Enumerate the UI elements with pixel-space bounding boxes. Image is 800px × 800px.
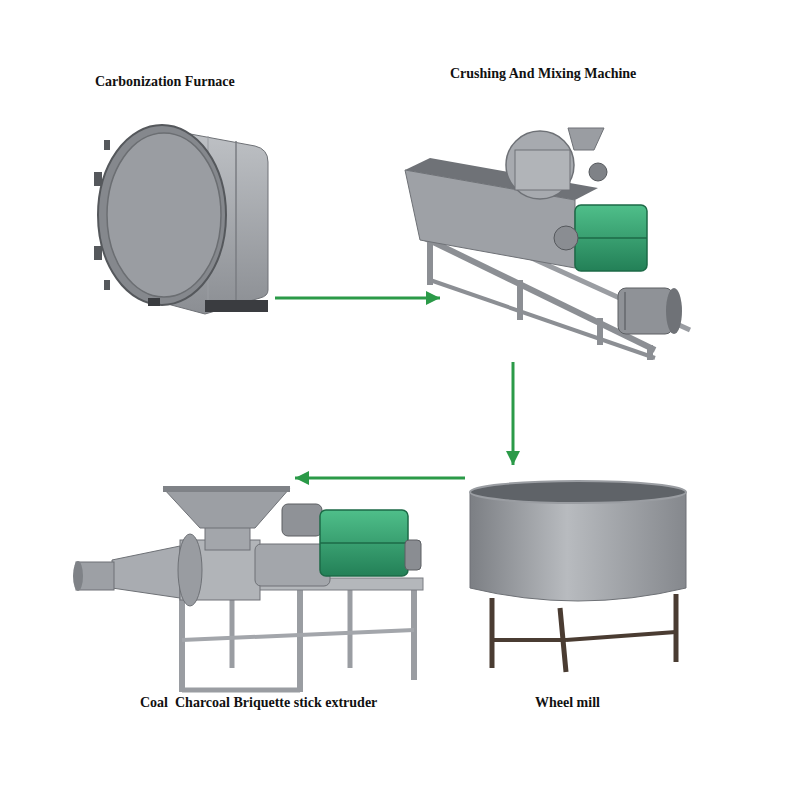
furnace-picture (94, 125, 268, 314)
extruder-picture-part (112, 546, 180, 598)
wheel-mill-picture-part (674, 594, 679, 662)
flow-arrow (512, 362, 515, 465)
crusher-picture (405, 128, 690, 360)
flow-arrow (275, 297, 440, 300)
extruder-picture-part (255, 544, 330, 586)
crusher-picture-part (666, 288, 682, 334)
wheel-mill-picture-part (492, 638, 566, 642)
extruder-picture-part (178, 534, 202, 606)
extruder-picture-part (182, 630, 414, 640)
crusher-picture-part (427, 238, 433, 285)
machine-caption: Crushing And Mixing Machine (450, 65, 636, 82)
extruder-picture (73, 486, 423, 692)
crusher-picture-part (575, 237, 647, 239)
extruder-picture-part (405, 540, 421, 570)
furnace-picture-part (98, 125, 226, 305)
extruder-picture-part (73, 561, 83, 591)
wheel-mill-picture-part (490, 598, 495, 668)
crusher-picture-part (515, 150, 570, 190)
furnace-picture-part (94, 172, 102, 186)
furnace-picture-part (205, 300, 268, 312)
machine-caption: Wheel mill (535, 694, 600, 711)
furnace-picture-part (104, 280, 110, 290)
extruder-picture-part (182, 688, 300, 693)
wheel-mill-picture-part (470, 481, 686, 503)
crusher-picture-part (554, 226, 578, 250)
extruder-picture-part (348, 590, 353, 668)
machine-node: Coal Charcoal Briquette stick extruder (135, 480, 415, 716)
extruder-picture-part (163, 486, 290, 492)
extruder-picture-part (163, 488, 290, 528)
machine-node: Carbonization Furnace (90, 65, 275, 313)
furnace-picture-part (148, 298, 160, 306)
extruder-picture-part (230, 590, 235, 668)
flow-arrow (295, 477, 465, 480)
extruder-picture-part (282, 504, 322, 536)
crusher-picture-part (568, 128, 604, 150)
furnace-picture-part (104, 140, 110, 150)
furnace-picture-part (235, 141, 237, 305)
machine-caption: Coal Charcoal Briquette stick extruder (140, 694, 377, 711)
crusher-picture-part (575, 205, 647, 271)
machine-caption: Carbonization Furnace (95, 73, 235, 90)
extruder-picture-part (320, 542, 408, 544)
extruder-picture-part (297, 590, 303, 692)
furnace-picture-part (107, 133, 221, 297)
crusher-picture-part (589, 163, 607, 181)
crusher-picture-part (618, 288, 673, 334)
wheel-mill-picture (470, 481, 686, 672)
extruder-picture-part (320, 510, 408, 576)
wheel-mill-picture-part (566, 632, 676, 640)
crusher-picture-part (624, 292, 626, 330)
machine-node: Wheel mill (465, 465, 695, 716)
furnace-picture-part (94, 246, 102, 260)
machine-node: Crushing And Mixing Machine (440, 62, 700, 362)
wheel-mill-picture-part (470, 492, 686, 601)
crusher-picture-part (506, 131, 574, 199)
